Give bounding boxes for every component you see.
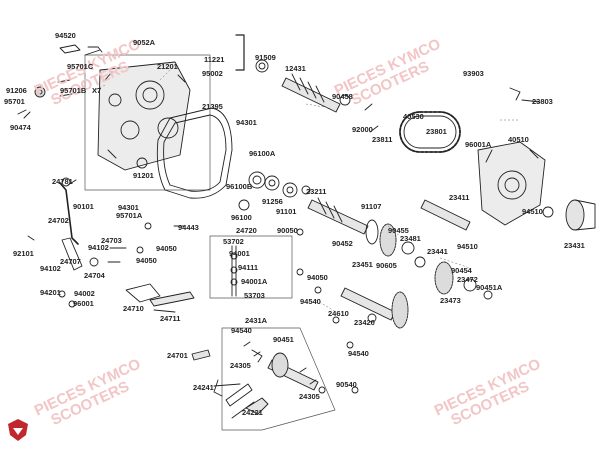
- part-label: 24305: [299, 392, 320, 401]
- shift-drum-group: [221, 327, 336, 431]
- part-label: 94520: [55, 31, 76, 40]
- part-label: 53703: [244, 291, 265, 300]
- part-label: 24707: [60, 257, 81, 266]
- part-label: 23420: [354, 318, 375, 327]
- part-label: 94301: [236, 118, 257, 127]
- part-label: 90451A: [476, 283, 503, 292]
- part-label: 24702: [48, 216, 69, 225]
- part-label: 90455: [388, 226, 409, 235]
- part-label: 96100: [231, 213, 252, 222]
- part-label: 12431: [285, 64, 306, 73]
- part-label: 91256: [262, 197, 283, 206]
- part-label: 90474: [10, 123, 31, 132]
- part-label: 24720: [236, 226, 257, 235]
- primary-shaft: [281, 73, 351, 113]
- part-label: 23811: [372, 135, 393, 144]
- part-label: 94102: [40, 264, 61, 273]
- part-label: 9052A: [133, 38, 156, 47]
- part-label: 24703: [101, 236, 122, 245]
- brand-logo-icon: [8, 419, 28, 441]
- part-label: 91509: [255, 53, 276, 62]
- part-label: 24610: [328, 309, 349, 318]
- part-label: 24221: [242, 408, 263, 417]
- part-label: 24781: [52, 177, 73, 186]
- part-label: 23431: [564, 241, 585, 250]
- part-label: 94540: [231, 326, 252, 335]
- part-label: 40510: [508, 135, 529, 144]
- part-label: 23473: [440, 296, 461, 305]
- part-label: 21201: [157, 62, 178, 71]
- part-label: 23451: [352, 260, 373, 269]
- part-label: 95701B: [60, 86, 87, 95]
- part-label: 23441: [427, 247, 448, 256]
- part-label: 2431A: [245, 316, 268, 325]
- part-label: 94102: [88, 243, 109, 252]
- shift-lever: [59, 177, 79, 245]
- part-label: 94201: [40, 288, 61, 297]
- drive-chain: [399, 111, 461, 153]
- crankcase-cover-group: [84, 54, 211, 191]
- part-label: 94050: [156, 244, 177, 253]
- part-label: 94050: [136, 256, 157, 265]
- part-label: 24710: [123, 304, 144, 313]
- part-label: 90605: [376, 261, 397, 270]
- part-label: 24241: [193, 383, 214, 392]
- part-label: 96001: [73, 299, 94, 308]
- part-label: 24704: [84, 271, 105, 280]
- part-label: 91201: [133, 171, 154, 180]
- part-label: 94510: [457, 242, 478, 251]
- part-label: 90458: [332, 92, 353, 101]
- part-label: 23801: [426, 127, 447, 136]
- part-label: 90540: [336, 380, 357, 389]
- part-label: 90451: [273, 335, 294, 344]
- part-label: 95002: [202, 69, 223, 78]
- part-label: 91101: [276, 207, 297, 216]
- part-label: 24305: [230, 361, 251, 370]
- countershaft: [307, 197, 379, 245]
- part-label: 53702: [223, 237, 244, 246]
- part-label: 90452: [332, 239, 353, 248]
- part-label: 90101: [73, 202, 94, 211]
- part-label: 93903: [463, 69, 484, 78]
- part-label: 23481: [400, 234, 421, 243]
- part-label: 90454: [451, 266, 472, 275]
- part-label: 94540: [300, 297, 321, 306]
- part-label: 21395: [202, 102, 223, 111]
- part-label: 94111: [238, 263, 259, 272]
- part-label: 11221: [204, 55, 225, 64]
- part-label: 40530: [403, 112, 424, 121]
- transmission-cover: [477, 141, 546, 226]
- part-label: 23211: [306, 187, 327, 196]
- part-label: 24701: [167, 351, 188, 360]
- part-label: 92101: [13, 249, 34, 258]
- part-label: 94001: [229, 249, 250, 258]
- part-label: 92000: [352, 125, 373, 134]
- part-label: 94443: [178, 223, 199, 232]
- part-label: 95701: [4, 97, 25, 106]
- gasket: [156, 107, 233, 199]
- part-label: 94540: [348, 349, 369, 358]
- part-label: 24711: [160, 314, 181, 323]
- part-label: 96100B: [226, 182, 253, 191]
- part-label: 23472: [457, 275, 478, 284]
- output-shaft: [542, 199, 596, 231]
- part-label: 94001A: [241, 277, 268, 286]
- part-label: X7: [92, 86, 102, 95]
- part-label: 94050: [307, 273, 328, 282]
- main-gear-shaft: [340, 287, 409, 329]
- part-label: 94510: [522, 207, 543, 216]
- part-label: 96100A: [249, 149, 276, 158]
- part-label: 95701C: [67, 62, 94, 71]
- part-label: 94002: [74, 289, 95, 298]
- part-label: 96001A: [465, 140, 492, 149]
- part-label: 91107: [361, 202, 382, 211]
- part-label: 94301: [118, 203, 139, 212]
- part-label: 95701A: [116, 211, 143, 220]
- part-label: 23411: [449, 193, 470, 202]
- part-label: 91206: [6, 86, 27, 95]
- part-label: 23803: [532, 97, 553, 106]
- part-label: 90050: [277, 226, 298, 235]
